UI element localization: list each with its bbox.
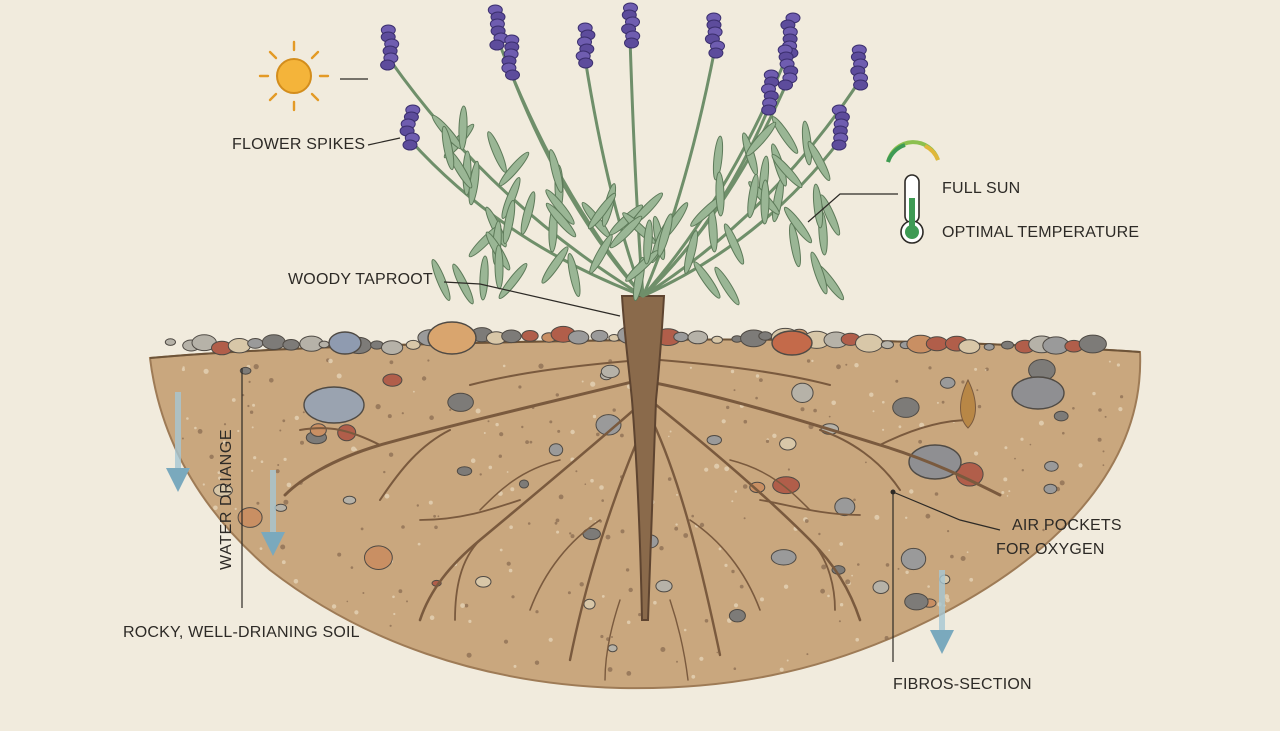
label-air-pockets-line2: FOR OXYGEN [996,541,1105,558]
flower-spikes-leader-line [367,137,401,146]
dried-leaf [960,378,976,429]
soil-texture [181,358,1124,679]
woody-taproot-leader-line [443,281,621,317]
label-optimal-temperature: OPTIMAL TEMPERATURE [942,224,1140,241]
thermometer-icon [886,140,940,244]
lavender-leaves [431,105,845,306]
flower-spikes-shapes [380,2,869,151]
label-flower-spikes: FLOWER SPIKES [232,136,366,153]
label-full-sun: FULL SUN [942,180,1021,197]
air-pocket-marker [890,489,896,495]
air-pockets-leader-line [892,491,1001,531]
drainage-arrow-icon [166,392,954,654]
label-woody-taproot: WOODY TAPROOT [288,271,433,288]
label-rocky-soil: ROCKY, WELL-DRIANING SOIL [123,624,360,641]
label-fibrous-section: FIBROS-SECTION [893,676,1032,693]
soil-pebbles [213,359,1069,653]
label-air-pockets-line1: AIR POCKETS [1012,517,1122,534]
label-water-drainage: WATER DRIANGE [218,428,235,570]
full-sun-leader-line [807,193,898,223]
woody-taproot-shape [620,295,666,621]
fibrous-roots [283,359,1002,681]
sun-icon [258,40,330,112]
surface-stones [164,321,1107,480]
